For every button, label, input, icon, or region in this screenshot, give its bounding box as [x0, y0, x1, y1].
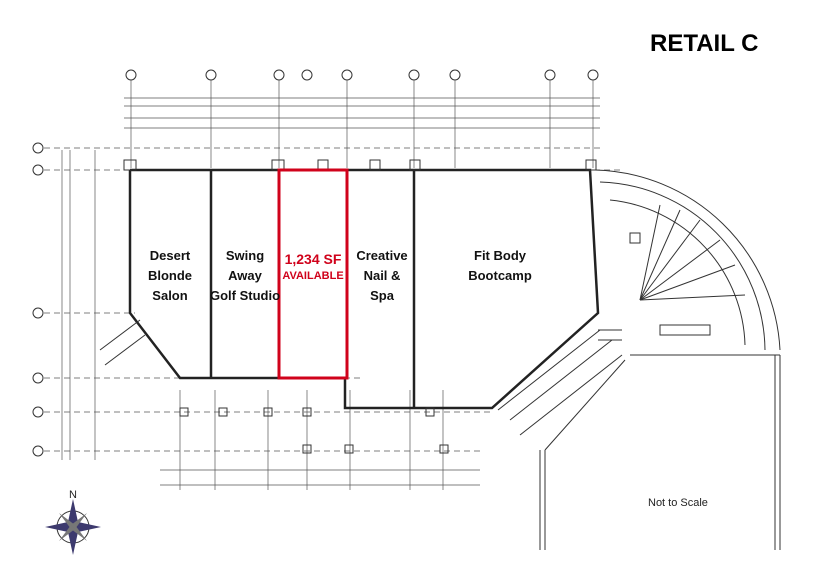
suite-label-line: Bootcamp	[468, 268, 532, 283]
suite-label-line: Golf Studio	[209, 288, 281, 303]
page-title: RETAIL C	[650, 30, 759, 57]
grid-bubble-icon	[205, 69, 217, 81]
grid-bubbles-left	[32, 142, 44, 457]
grid-bubble-icon	[544, 69, 556, 81]
grid-bubble-icon	[587, 69, 599, 81]
suite-label-line: Desert	[149, 248, 191, 263]
suite-label-line: Spa	[370, 288, 394, 303]
suite-label-line: Nail &	[363, 268, 401, 283]
suite-label-line: Creative	[356, 248, 408, 263]
grid-bubble-icon	[32, 372, 44, 384]
suite-label-line: Salon	[152, 288, 188, 303]
scale-note: Not to Scale	[648, 497, 708, 509]
grid-bubble-icon	[125, 69, 137, 81]
suite-desert-blonde-salon: Desert Blonde Salon	[125, 246, 215, 306]
grid-bubble-icon	[32, 307, 44, 319]
available-area: 1,234 SF	[284, 251, 342, 267]
grid-bubble-icon	[301, 69, 313, 81]
suite-available: 1,234 SF AVAILABLE	[273, 249, 353, 283]
suite-swing-away-golf-studio: Swing Away Golf Studio	[200, 246, 290, 306]
available-status: AVAILABLE	[282, 270, 344, 282]
grid-bubble-icon	[32, 406, 44, 418]
curved-stair	[539, 169, 781, 550]
grid-bubbles-top	[125, 69, 599, 81]
compass-rose-icon	[45, 499, 101, 555]
grid-bubble-icon	[32, 142, 44, 154]
grid-bubble-icon	[341, 69, 353, 81]
grid-bubble-icon	[32, 445, 44, 457]
suite-fit-body-bootcamp: Fit Body Bootcamp	[455, 246, 545, 286]
suite-label-line: Swing	[225, 248, 265, 263]
grid-bubble-icon	[273, 69, 285, 81]
grid-bubble-icon	[408, 69, 420, 81]
suite-creative-nail-spa: Creative Nail & Spa	[337, 246, 427, 306]
building-walls	[128, 168, 600, 410]
exterior-features	[99, 159, 623, 454]
suite-label-line: Blonde	[147, 268, 193, 283]
available-suite-outline	[277, 168, 349, 380]
grid-bubble-icon	[449, 69, 461, 81]
dimension-lines	[44, 80, 620, 490]
grid-bubble-icon	[32, 164, 44, 176]
suite-label-line: Away	[228, 268, 262, 283]
north-label: N	[69, 489, 77, 501]
suite-label-line: Fit Body	[474, 248, 526, 263]
